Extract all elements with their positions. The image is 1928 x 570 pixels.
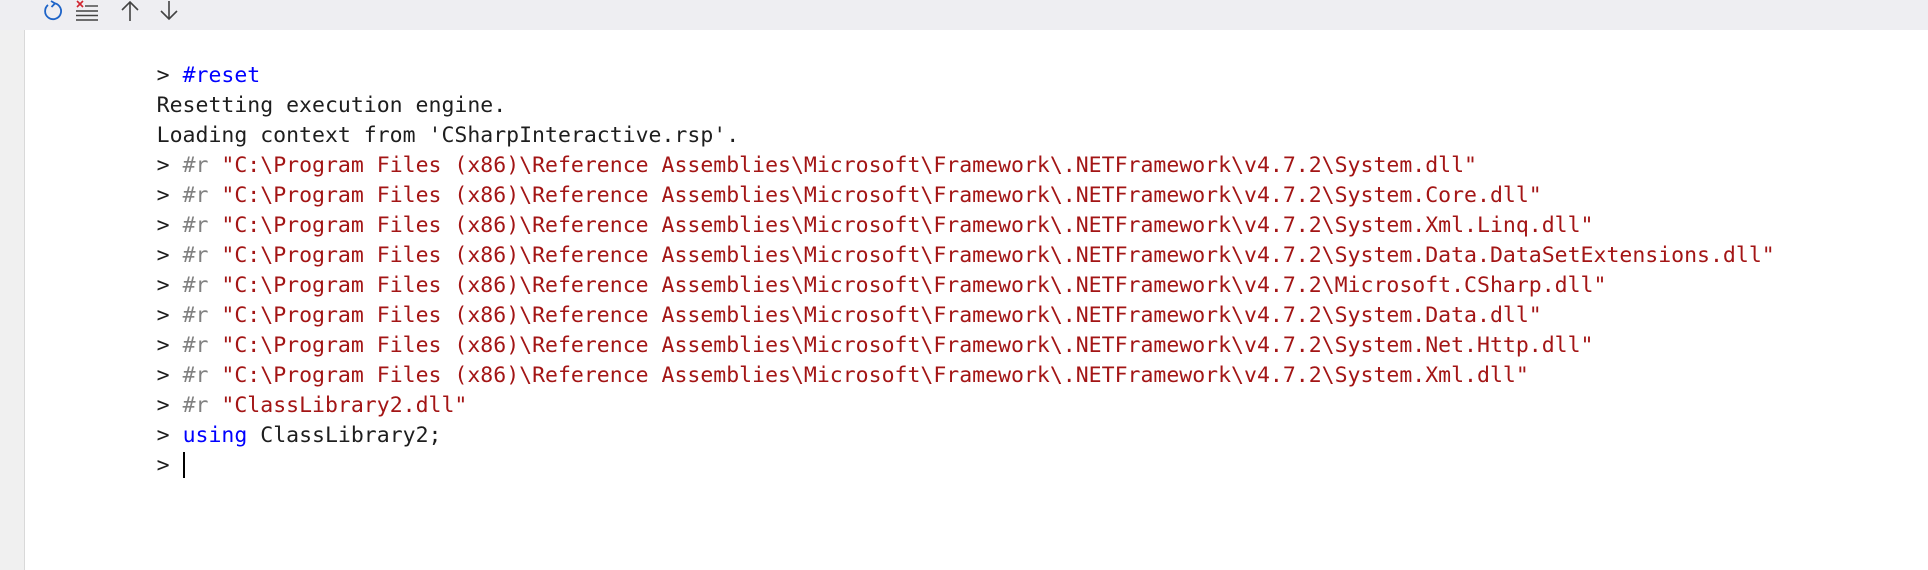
reference-directive: #r [182,333,209,358]
console-input-line[interactable]: > [79,421,185,478]
console-output-line: Resetting execution engine. [79,61,507,118]
reset-command: #reset [182,63,261,88]
clear-button[interactable] [72,0,102,22]
prompt-symbol: > [156,393,170,418]
reference-directive: #r [182,183,209,208]
console-line-reference: > #r "C:\Program Files (x86)\Reference A… [79,241,1607,298]
reference-directive: #r [182,363,209,388]
output-text: Resetting execution engine. [156,93,507,118]
prompt-symbol: > [156,153,170,178]
reset-icon [42,0,64,22]
clear-icon [74,0,100,22]
console-line-reference: > #r "C:\Program Files (x86)\Reference A… [79,331,1529,388]
reference-path: "C:\Program Files (x86)\Reference Assemb… [221,153,1477,178]
prompt-symbol: > [156,183,170,208]
prompt-symbol: > [156,213,170,238]
console-line-reference: > #r "C:\Program Files (x86)\Reference A… [79,211,1775,268]
reference-path: "ClassLibrary2.dll" [221,393,468,418]
prompt-symbol: > [156,243,170,268]
console-line-reference: > #r "C:\Program Files (x86)\Reference A… [79,151,1542,208]
console-line-reference: > #r "C:\Program Files (x86)\Reference A… [79,121,1477,178]
console-line-reset: > #reset [79,31,261,88]
reference-directive: #r [182,273,209,298]
reference-path: "C:\Program Files (x86)\Reference Assemb… [221,303,1542,328]
prompt-symbol: > [156,333,170,358]
prompt-symbol: > [156,453,170,478]
text-caret [182,451,185,478]
console-line-reference: > #r "C:\Program Files (x86)\Reference A… [79,181,1594,238]
reference-directive: #r [182,243,209,268]
using-keyword: using [182,423,248,448]
output-text: Loading context from 'CSharpInteractive.… [156,123,740,148]
arrow-up-icon [119,0,141,22]
reference-path: "C:\Program Files (x86)\Reference Assemb… [221,243,1775,268]
reference-path: "C:\Program Files (x86)\Reference Assemb… [221,363,1529,388]
reference-directive: #r [182,393,209,418]
reference-directive: #r [182,153,209,178]
history-down-button[interactable] [154,0,184,22]
reference-directive: #r [182,303,209,328]
reference-directive: #r [182,213,209,238]
console-line-reference: > #r "C:\Program Files (x86)\Reference A… [79,271,1542,328]
console-line-reference: > #r "C:\Program Files (x86)\Reference A… [79,301,1594,358]
prompt-symbol: > [156,423,170,448]
console-output-line: Loading context from 'CSharpInteractive.… [79,91,739,148]
prompt-symbol: > [156,63,170,88]
prompt-symbol: > [156,303,170,328]
history-up-button[interactable] [115,0,145,22]
interactive-toolbar [0,0,1928,30]
reset-button[interactable] [38,0,68,22]
prompt-symbol: > [156,363,170,388]
editor-gutter [0,30,25,570]
using-namespace: ClassLibrary2; [247,423,442,448]
reference-path: "C:\Program Files (x86)\Reference Assemb… [221,183,1542,208]
prompt-symbol: > [156,273,170,298]
interactive-console[interactable]: > #reset Resetting execution engine. Loa… [26,30,1926,570]
console-line-reference: > #r "ClassLibrary2.dll" [79,361,468,418]
arrow-down-icon [158,0,180,22]
reference-path: "C:\Program Files (x86)\Reference Assemb… [221,333,1594,358]
reference-path: "C:\Program Files (x86)\Reference Assemb… [221,213,1594,238]
reference-path: "C:\Program Files (x86)\Reference Assemb… [221,273,1607,298]
console-line-using: > using ClassLibrary2; [79,391,442,448]
